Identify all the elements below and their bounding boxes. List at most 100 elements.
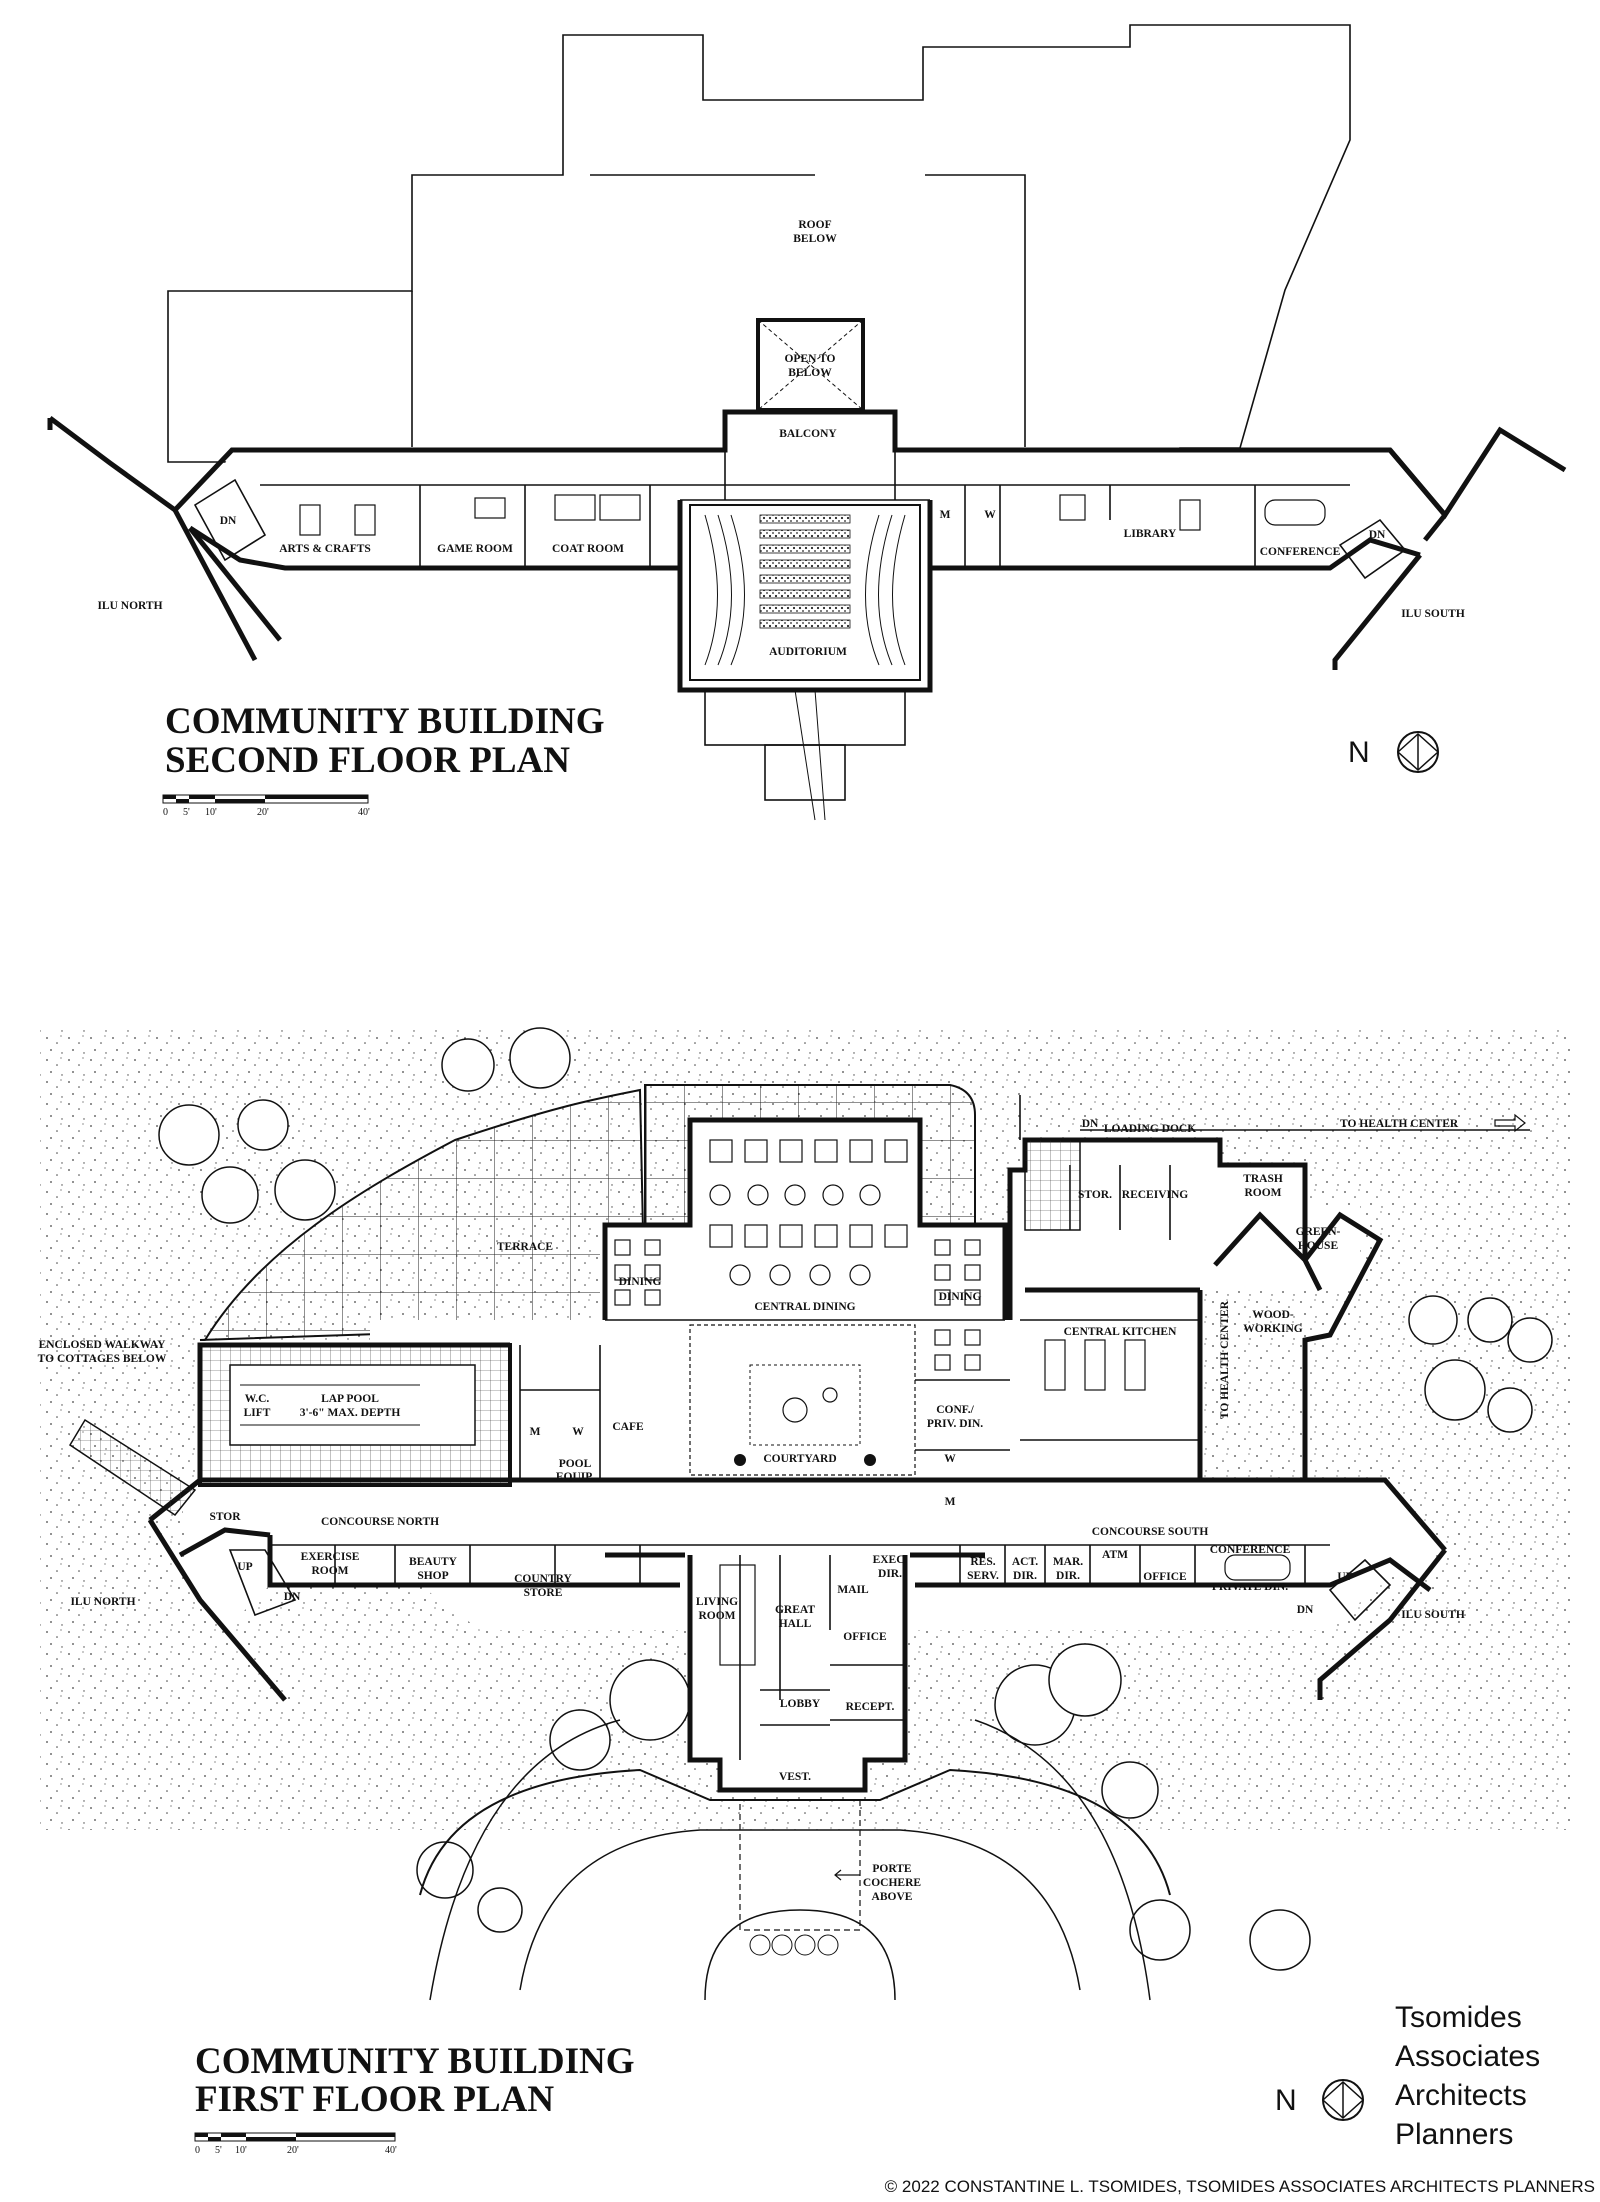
porte-cochere-label-1: PORTE [872,1863,912,1875]
ilu-south-label-2f: ILU SOUTH [1401,608,1465,620]
second-floor-plan: ROOF BELOW OPEN TO BELOW [47,24,1567,821]
auditorium-seating [689,504,921,681]
scale-bar-2f [162,794,369,804]
res-serv-label-2: SERV. [967,1570,999,1582]
trees [158,1027,1553,1971]
woodworking-label-2: WORKING [1243,1323,1302,1335]
right-dining-tables [934,1239,981,1371]
auditorium-label: AUDITORIUM [769,646,847,658]
womens-room-left-label: W [572,1426,584,1438]
firm-line-3: Architects [1395,2079,1527,2112]
auditorium-entry [704,689,906,821]
open-to-below [756,318,865,412]
courtyard-label: COURTYARD [763,1453,836,1465]
arrow-left-icon [834,1869,860,1881]
dn-south-1f-label: DN [1297,1604,1314,1616]
library-label: LIBRARY [1124,528,1177,540]
womens-room-right-label: W [944,1453,956,1465]
mail-label: MAIL [837,1584,869,1596]
dn-south-label: DN [1369,529,1386,541]
stair-south-1f [1328,1558,1392,1622]
stair-south-2f [1338,518,1407,580]
dining-right-label: DINING [939,1291,982,1303]
balcony-label: BALCONY [779,428,837,440]
scale-1f-0: 0 [195,2145,200,2156]
res-serv-label-1: RES. [970,1556,995,1568]
storage-left-label: STOR [209,1511,241,1523]
enclosed-walkway-label-2: TO COTTAGES BELOW [38,1353,167,1365]
up-south-label: UP [1337,1571,1352,1583]
left-dining-tables [614,1239,661,1306]
furniture-2f [299,494,1326,536]
beauty-shop-label-2: SHOP [417,1570,448,1582]
dock-dn-label: DN [1082,1118,1099,1130]
firm-line-1: Tsomides [1395,2001,1522,2034]
north-label-1f: N [1275,2084,1297,2117]
dn-north-1f-label: DN [284,1591,301,1603]
loading-dock [1019,1095,1530,1231]
wc-lift-label-1: W.C. [245,1393,270,1405]
scale-1f-10: 10' [235,2145,247,2156]
concourse-north-label: CONCOURSE NORTH [321,1516,439,1528]
ilu-north-label-2f: ILU NORTH [97,600,162,612]
conference-label: CONFERENCE [1260,546,1341,558]
dining-tables [614,1139,1291,1666]
north-arrow-icon-2f [1396,731,1440,773]
enclosed-walkway-label-1: ENCLOSED WALKWAY [39,1339,167,1351]
coat-room-label: COAT ROOM [552,543,624,555]
arts-crafts-label: ARTS & CRAFTS [279,543,371,555]
porte-cochere-label-2: COCHERE [863,1877,921,1889]
receiving-label: RECEIVING [1122,1189,1189,1201]
lap-pool-label-2: 3'-6" MAX. DEPTH [300,1407,401,1419]
womens-room-label: W [984,509,996,521]
stair-north-2f [193,478,267,562]
exec-dir-label-2: DIR. [878,1568,902,1580]
to-health-center-vertical-label: TO HEALTH CENTER [1219,1300,1231,1419]
scale-1f-5: 5' [215,2145,222,2156]
cafe-label: CAFE [612,1421,644,1433]
exercise-room-label-1: EXERCISE [301,1551,360,1563]
copyright-notice: © 2022 CONSTANTINE L. TSOMIDES, TSOMIDES… [885,2177,1595,2196]
first-floor-plan: TERRACE DINING CENTRAL DINING DINING LOA… [38,1027,1570,2156]
north-arrow-icon-1f [1321,2079,1365,2121]
pool-equip-label-2: EQUIP. [556,1471,594,1483]
mens-room-left-label: M [530,1426,541,1438]
exercise-room-label-2: ROOM [311,1565,348,1577]
mar-dir-label-2: DIR. [1056,1570,1080,1582]
scale-2f-0: 0 [163,807,168,818]
reception-label: RECEPT. [846,1701,895,1713]
second-floor-title-2: SECOND FLOOR PLAN [165,740,570,781]
terrace [199,1088,647,1341]
vestibule-label: VEST. [779,1771,811,1783]
arrow-right-icon [1494,1113,1526,1133]
scale-2f-40: 40' [358,807,370,818]
scale-2f-5: 5' [183,807,190,818]
scale-bar-1f [194,2132,396,2142]
office-right-label: OFFICE [1143,1571,1187,1583]
scale-2f-20: 20' [257,807,269,818]
office-center-label: OFFICE [843,1631,887,1643]
storage-label: STOR. [1078,1189,1112,1201]
scale-2f-10: 10' [205,807,217,818]
trash-room-label-2: ROOM [1244,1187,1281,1199]
to-health-center-label: TO HEALTH CENTER [1340,1118,1459,1130]
courtyard [689,1324,916,1476]
lap-pool-label-1: LAP POOL [321,1393,379,1405]
act-dir-label-2: DIR. [1013,1570,1037,1582]
firm-line-4: Planners [1395,2118,1513,2151]
central-kitchen-label: CENTRAL KITCHEN [1064,1326,1177,1338]
lobby-label: LOBBY [780,1698,821,1710]
stair-north-1f [228,1549,297,1617]
title-backdrop [190,2035,630,2120]
central-dining-label: CENTRAL DINING [754,1301,855,1313]
loading-dock-label: LOADING DOCK [1104,1123,1196,1135]
conf-priv-din-label-1: CONF./ [936,1404,974,1416]
dining-left-label: DINING [619,1276,662,1288]
scale-1f-20: 20' [287,2145,299,2156]
great-hall-label-2: HALL [779,1618,812,1630]
open-to-below-label-2: BELOW [788,367,832,379]
private-dining-label: PRIVATE DIN. [1212,1581,1288,1593]
country-store-label-2: STORE [524,1587,563,1599]
game-room-label: GAME ROOM [437,543,513,555]
